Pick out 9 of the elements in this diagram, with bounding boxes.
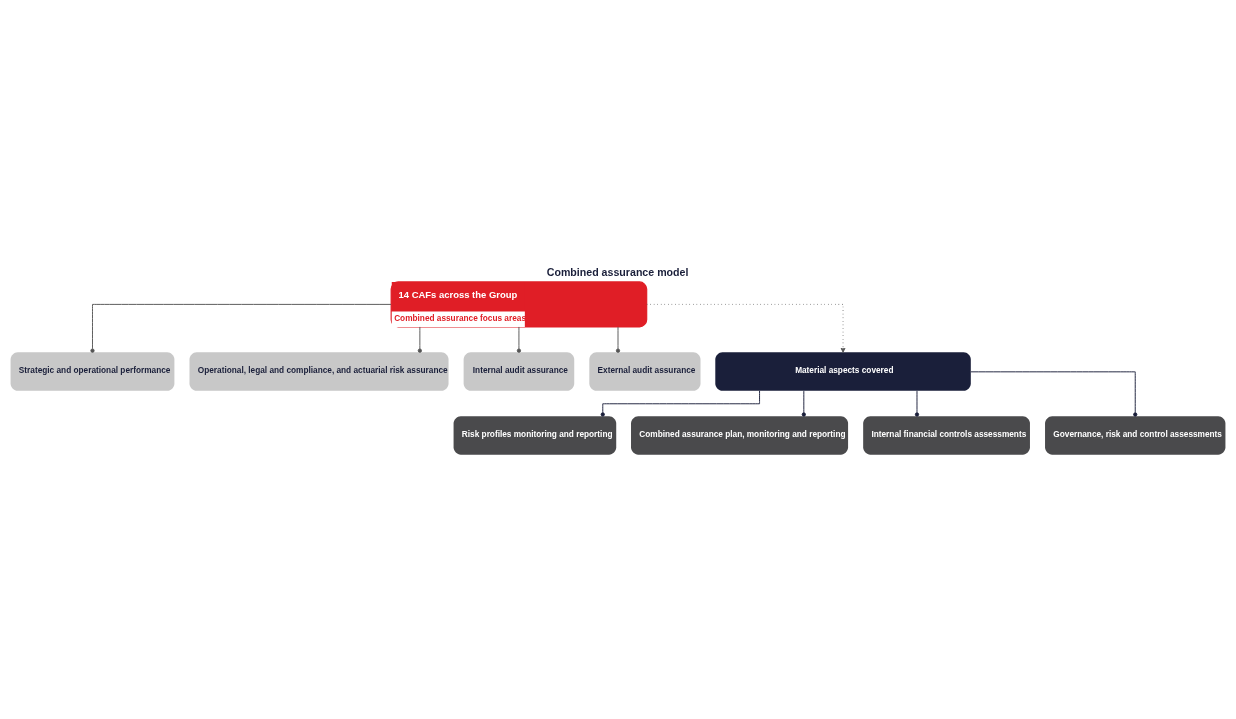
connector [914, 389, 920, 417]
connector [90, 303, 392, 353]
connector [516, 325, 522, 353]
arrow [646, 303, 846, 353]
connector [801, 389, 806, 417]
connector [970, 370, 1138, 417]
diagram-title: Combined assurance model [546, 265, 689, 278]
connector [615, 325, 621, 353]
connector [417, 325, 422, 353]
